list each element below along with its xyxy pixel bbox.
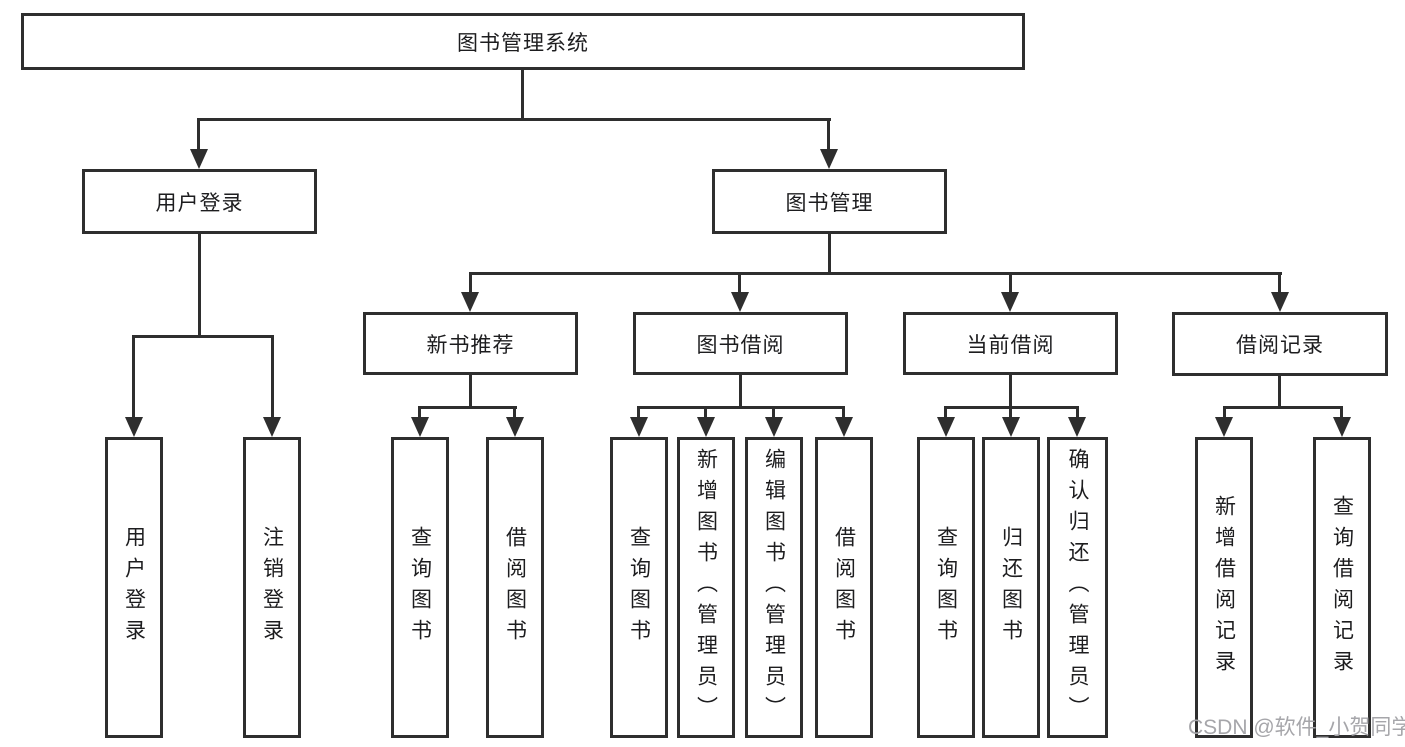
connector-drop-logout [271,338,274,418]
connector-drop-bb-edit [772,409,775,419]
connector-user-login-stem [198,234,201,335]
node-current-borrowing: 当前借阅 [903,312,1118,375]
node-borrowing-records: 借阅记录 [1172,312,1388,376]
arrowhead-new-book-rec [461,292,479,312]
node-bb-add-books-admin: 新增图书（管理员） [677,437,735,738]
connector-book-borrow-rail [637,406,845,409]
arrowhead-nb-query [411,417,429,437]
node-br-query-record: 查询借阅记录 [1313,437,1371,738]
arrowhead-book-management [820,149,838,169]
arrowhead-cb-return [1002,417,1020,437]
node-logout-action: 注销登录 [243,437,301,738]
node-bb-edit-books-admin: 编辑图书（管理员） [745,437,803,738]
node-user-login-action: 用户登录 [105,437,163,738]
connector-drop-cb-return [1009,409,1012,419]
arrowhead-br-add [1215,417,1233,437]
node-bb-query-books: 查询图书 [610,437,668,738]
node-book-borrowing: 图书借阅 [633,312,848,375]
node-nb-query-books: 查询图书 [391,437,449,738]
connector-new-book-rec-rail [418,406,517,409]
node-cb-query-books: 查询图书 [917,437,975,738]
arrowhead-bb-edit [765,417,783,437]
connector-drop-new-book-rec [469,275,472,293]
node-bb-borrow-books: 借阅图书 [815,437,873,738]
watermark: CSDN @软件_小贺同学 [1188,716,1405,739]
arrowhead-bb-add [697,417,715,437]
connector-book-management-rail [469,272,1282,275]
connector-drop-br-query [1340,409,1343,419]
connector-drop-bb-add [704,409,707,419]
node-user-login: 用户登录 [82,169,317,234]
node-book-management: 图书管理 [712,169,947,234]
connector-borrow-records-stem [1278,376,1281,407]
arrowhead-logout [263,417,281,437]
arrowhead-user-login [190,149,208,169]
arrowhead-bb-query [630,417,648,437]
connector-drop-cb-query [944,409,947,419]
node-library-management-system: 图书管理系统 [21,13,1025,70]
arrowhead-book-borrow [731,292,749,312]
connector-drop-login [132,338,135,418]
arrowhead-bb-borrow [835,417,853,437]
arrowhead-nb-borrow [506,417,524,437]
connector-book-management-stem [828,234,831,272]
node-cb-return-books: 归还图书 [982,437,1040,738]
arrowhead-borrow-records [1271,292,1289,312]
arrowhead-cb-confirm [1068,417,1086,437]
arrowhead-login [125,417,143,437]
connector-drop-nb-borrow [513,409,516,419]
arrowhead-br-query [1333,417,1351,437]
connector-borrow-records-rail [1223,406,1343,409]
connector-new-book-rec-stem [469,375,472,407]
connector-root-drop-user-login [197,121,200,151]
arrowhead-current-borrow [1001,292,1019,312]
connector-drop-bb-query [637,409,640,419]
connector-root-stem [521,69,524,119]
node-cb-confirm-return-admin: 确认归还（管理员） [1047,437,1108,738]
connector-book-borrow-stem [739,375,742,407]
connector-current-borrow-rail [944,406,1079,409]
connector-current-borrow-stem [1009,375,1012,407]
connector-drop-bb-borrow [842,409,845,419]
connector-root-rail [197,118,831,121]
connector-root-drop-book-management [827,121,830,151]
connector-drop-nb-query [418,409,421,419]
arrowhead-cb-query [937,417,955,437]
connector-user-login-rail [132,335,274,338]
connector-drop-current-borrow [1009,275,1012,293]
node-br-add-record: 新增借阅记录 [1195,437,1253,738]
connector-drop-br-add [1223,409,1226,419]
connector-drop-book-borrow [738,275,741,293]
connector-drop-cb-confirm [1076,409,1079,419]
node-nb-borrow-books: 借阅图书 [486,437,544,738]
node-new-book-recommend: 新书推荐 [363,312,578,375]
connector-drop-borrow-records [1278,275,1281,293]
